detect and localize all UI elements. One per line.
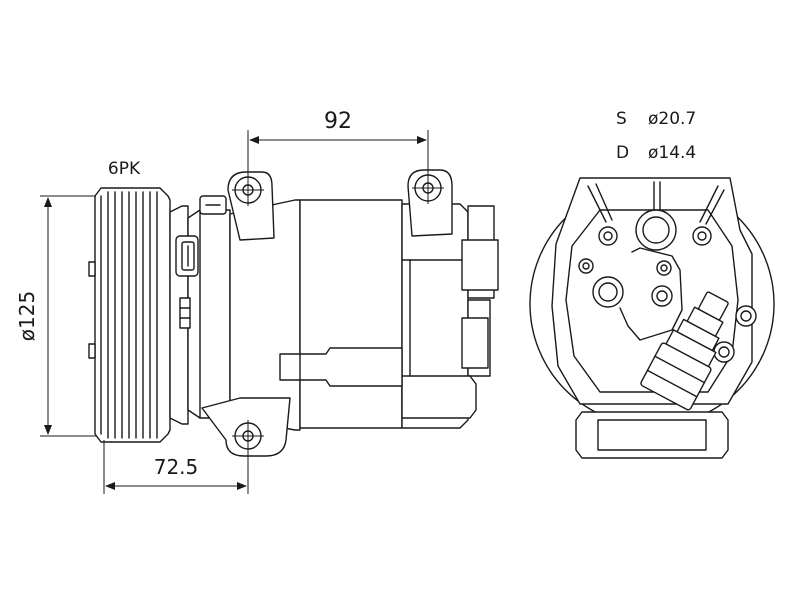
- control-valve: [640, 291, 729, 411]
- belt-type-label: 6PK: [108, 159, 141, 179]
- mount-spacing-label: 92: [324, 109, 352, 134]
- mount-ear-top-left: [227, 171, 275, 241]
- lower-bracket: [575, 411, 729, 459]
- discharge-port-size: ø14.4: [648, 143, 696, 163]
- compressor-housing: [229, 199, 499, 431]
- bolt-holes: [578, 226, 757, 363]
- dimension-pulley-offset: 72.5: [103, 440, 249, 494]
- discharge-port-code: D: [616, 143, 629, 163]
- pulley-diameter-label: ø125: [15, 291, 39, 341]
- discharge-port-hole: [592, 276, 624, 308]
- dimension-pulley-diameter: ø125: [15, 195, 96, 437]
- port-callouts: S ø20.7 D ø14.4: [616, 109, 696, 163]
- mount-ear-bottom: [201, 397, 291, 457]
- rear-view: S ø20.7 D ø14.4: [529, 109, 775, 459]
- suction-port-hole: [635, 209, 677, 251]
- mount-ear-top-right: [407, 169, 453, 237]
- dimension-mount-spacing: 92: [247, 109, 429, 178]
- pulley-offset-label: 72.5: [154, 455, 199, 479]
- clutch-coil: [169, 195, 231, 425]
- side-view: ø125 92 72.5 6PK: [15, 109, 499, 494]
- suction-port-size: ø20.7: [648, 109, 696, 129]
- pulley: [88, 187, 171, 443]
- suction-port-code: S: [616, 109, 627, 129]
